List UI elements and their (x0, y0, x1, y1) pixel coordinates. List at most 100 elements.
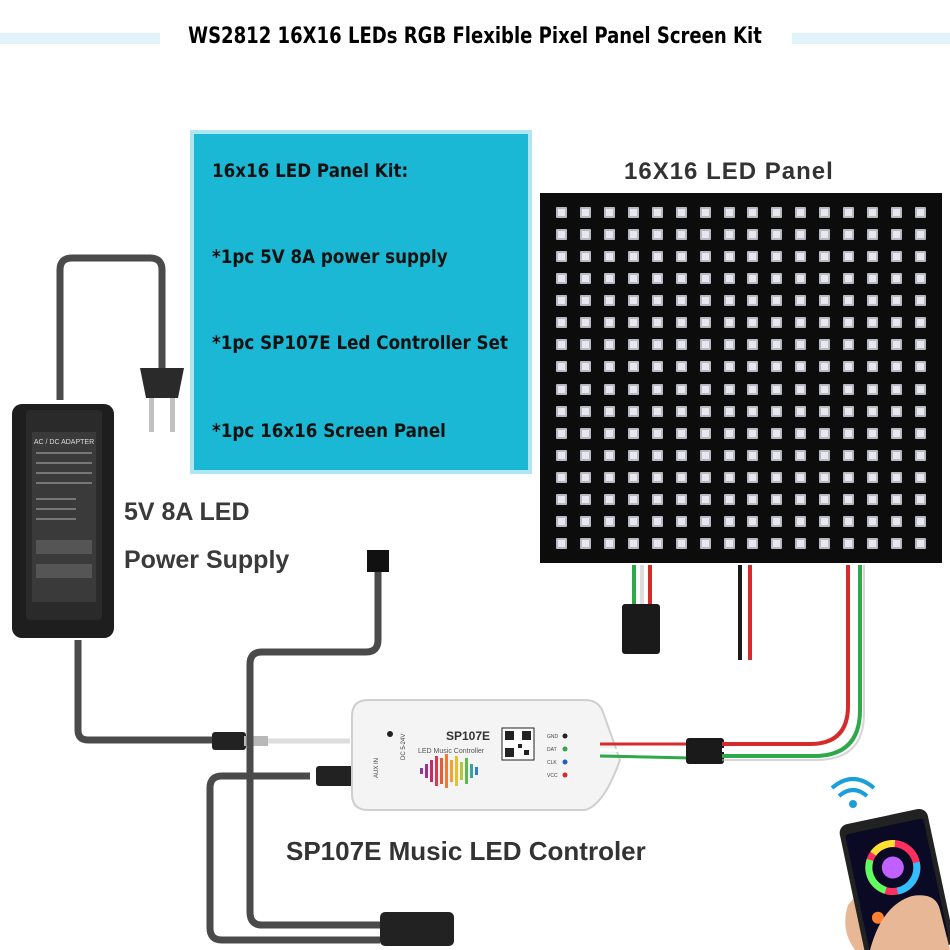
led-pixel (914, 538, 926, 550)
led-pixel (604, 427, 616, 439)
led-pixel (747, 250, 759, 262)
led-pixel (795, 538, 807, 550)
led-pixel (556, 272, 568, 284)
led-pixel (866, 449, 878, 461)
led-pixel (556, 472, 568, 484)
led-pixel (842, 427, 854, 439)
led-pixel (580, 427, 592, 439)
adapter-label: AC / DC ADAPTER (34, 439, 94, 446)
led-pixel (819, 494, 831, 506)
led-pixel (604, 538, 616, 550)
led-pixel (580, 206, 592, 218)
led-pixel (795, 361, 807, 373)
led-pixel (890, 272, 902, 284)
led-pixel (556, 405, 568, 417)
led-pixel (890, 317, 902, 329)
led-pixel (604, 494, 616, 506)
led-pixel (747, 405, 759, 417)
led-pixel (675, 405, 687, 417)
led-pixel (866, 206, 878, 218)
led-pixel (771, 339, 783, 351)
led-pixel (819, 449, 831, 461)
led-pixel (675, 250, 687, 262)
title-decoration-right (792, 33, 950, 44)
led-pixel (819, 317, 831, 329)
led-pixel (580, 361, 592, 373)
led-pixel (604, 272, 616, 284)
led-pixel (723, 339, 735, 351)
led-pixel (890, 405, 902, 417)
led-pixel (556, 427, 568, 439)
led-pixel (556, 206, 568, 218)
led-pixel (842, 317, 854, 329)
led-pixel (819, 472, 831, 484)
led-pixel (771, 405, 783, 417)
led-pixel (651, 317, 663, 329)
led-pixel (866, 295, 878, 307)
kit-item-screen-panel: *1pc 16x16 Screen Panel (212, 420, 446, 442)
led-pixel (699, 272, 711, 284)
led-pixel (723, 472, 735, 484)
led-pixel (866, 250, 878, 262)
led-pixel (890, 516, 902, 528)
led-pixel (675, 361, 687, 373)
led-pixel (651, 405, 663, 417)
led-pixel (699, 449, 711, 461)
led-pixel (699, 383, 711, 395)
led-pixel (890, 472, 902, 484)
led-pixel (580, 449, 592, 461)
led-pixel (914, 472, 926, 484)
led-pixel (914, 405, 926, 417)
jst-connector (686, 738, 724, 764)
led-pixel (747, 317, 759, 329)
led-pixel (747, 516, 759, 528)
led-pixel (747, 472, 759, 484)
led-pixel (580, 405, 592, 417)
led-pixel (819, 228, 831, 240)
led-pixel (914, 494, 926, 506)
led-pixel (675, 516, 687, 528)
led-pixel (604, 339, 616, 351)
led-pixel (771, 295, 783, 307)
led-pixel (628, 449, 640, 461)
led-pixel (771, 250, 783, 262)
led-pixel (914, 228, 926, 240)
led-pixel (628, 538, 640, 550)
led-pixel (914, 339, 926, 351)
led-pixel (556, 361, 568, 373)
led-pixel (842, 272, 854, 284)
led-pixel (771, 272, 783, 284)
led-pixel (556, 449, 568, 461)
led-pixel (819, 250, 831, 262)
led-pixel (628, 295, 640, 307)
led-pixel (795, 494, 807, 506)
led-pixel (819, 339, 831, 351)
led-pixel (556, 250, 568, 262)
led-pixel (842, 295, 854, 307)
led-pixel (866, 494, 878, 506)
led-pixel (819, 272, 831, 284)
led-pixel (842, 206, 854, 218)
led-pixel (914, 317, 926, 329)
led-pixel (580, 383, 592, 395)
led-pixel (795, 272, 807, 284)
kit-item-controller: *1pc SP107E Led Controller Set (212, 332, 508, 354)
led-pixel (699, 516, 711, 528)
led-pixel (842, 405, 854, 417)
led-pixel (890, 228, 902, 240)
led-pixel (675, 317, 687, 329)
led-pixel (723, 494, 735, 506)
led-pixel (628, 472, 640, 484)
led-pixel (723, 317, 735, 329)
led-pixel (556, 494, 568, 506)
power-supply-label-line2: Power Supply (124, 546, 290, 574)
led-pixel (795, 295, 807, 307)
led-pixel (914, 449, 926, 461)
smartphone-app (839, 808, 950, 950)
controller-label: SP107E Music LED Controler (286, 836, 646, 866)
led-pixel (890, 427, 902, 439)
led-pixel (699, 427, 711, 439)
led-pixel (723, 383, 735, 395)
led-pixel (628, 427, 640, 439)
